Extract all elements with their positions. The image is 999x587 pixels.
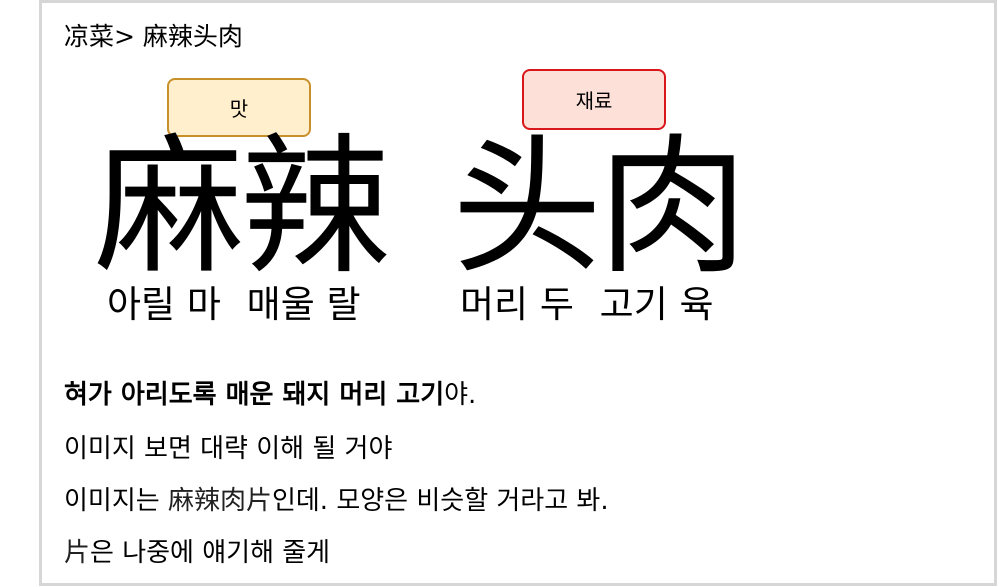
- line4-suffix: 은 나중에 얘기해 줄게: [90, 538, 331, 568]
- description-bold: 혀가 아리도록 매운 돼지 머리 고기: [64, 380, 445, 410]
- ingredient-tag: 재료: [522, 69, 666, 130]
- breadcrumb: 凉菜> 麻辣头肉: [64, 20, 243, 54]
- ingredient-tag-label: 재료: [575, 89, 613, 113]
- description-line-2: 이미지 보면 대략 이해 될 거야: [64, 434, 393, 464]
- breadcrumb-parent: 凉菜>: [64, 22, 135, 51]
- description-line-1: 혀가 아리도록 매운 돼지 머리 고기야.: [64, 377, 476, 413]
- gloss-mala: 아릴 마 매울 랄: [107, 282, 375, 328]
- hanzi-mala: 麻辣: [94, 121, 390, 295]
- taste-tag: 맛: [167, 78, 311, 137]
- line3-hanzi: 麻辣肉片: [167, 486, 272, 516]
- gloss-rou: 고기 육: [599, 283, 714, 326]
- breadcrumb-current: 麻辣头肉: [142, 22, 243, 51]
- line3-suffix: 인데. 모양은 비슷할 거라고 봐.: [271, 486, 609, 516]
- gloss-la: 매울 랄: [246, 283, 361, 326]
- line4-hanzi: 片: [64, 538, 91, 568]
- gloss-tourou: 머리 두 고기 육: [460, 282, 728, 328]
- taste-tag-label: 맛: [229, 97, 249, 121]
- line3-prefix: 이미지는: [64, 486, 168, 516]
- gloss-tou: 머리 두: [460, 283, 574, 326]
- hanzi-tourou: 头肉: [452, 121, 748, 295]
- gloss-ma: 아릴 마: [107, 283, 221, 326]
- description-suffix: 야.: [444, 380, 477, 410]
- description-line-4: 片은 나중에 얘기해 줄게: [64, 535, 330, 571]
- description-line-3: 이미지는 麻辣肉片인데. 모양은 비슷할 거라고 봐.: [64, 483, 609, 519]
